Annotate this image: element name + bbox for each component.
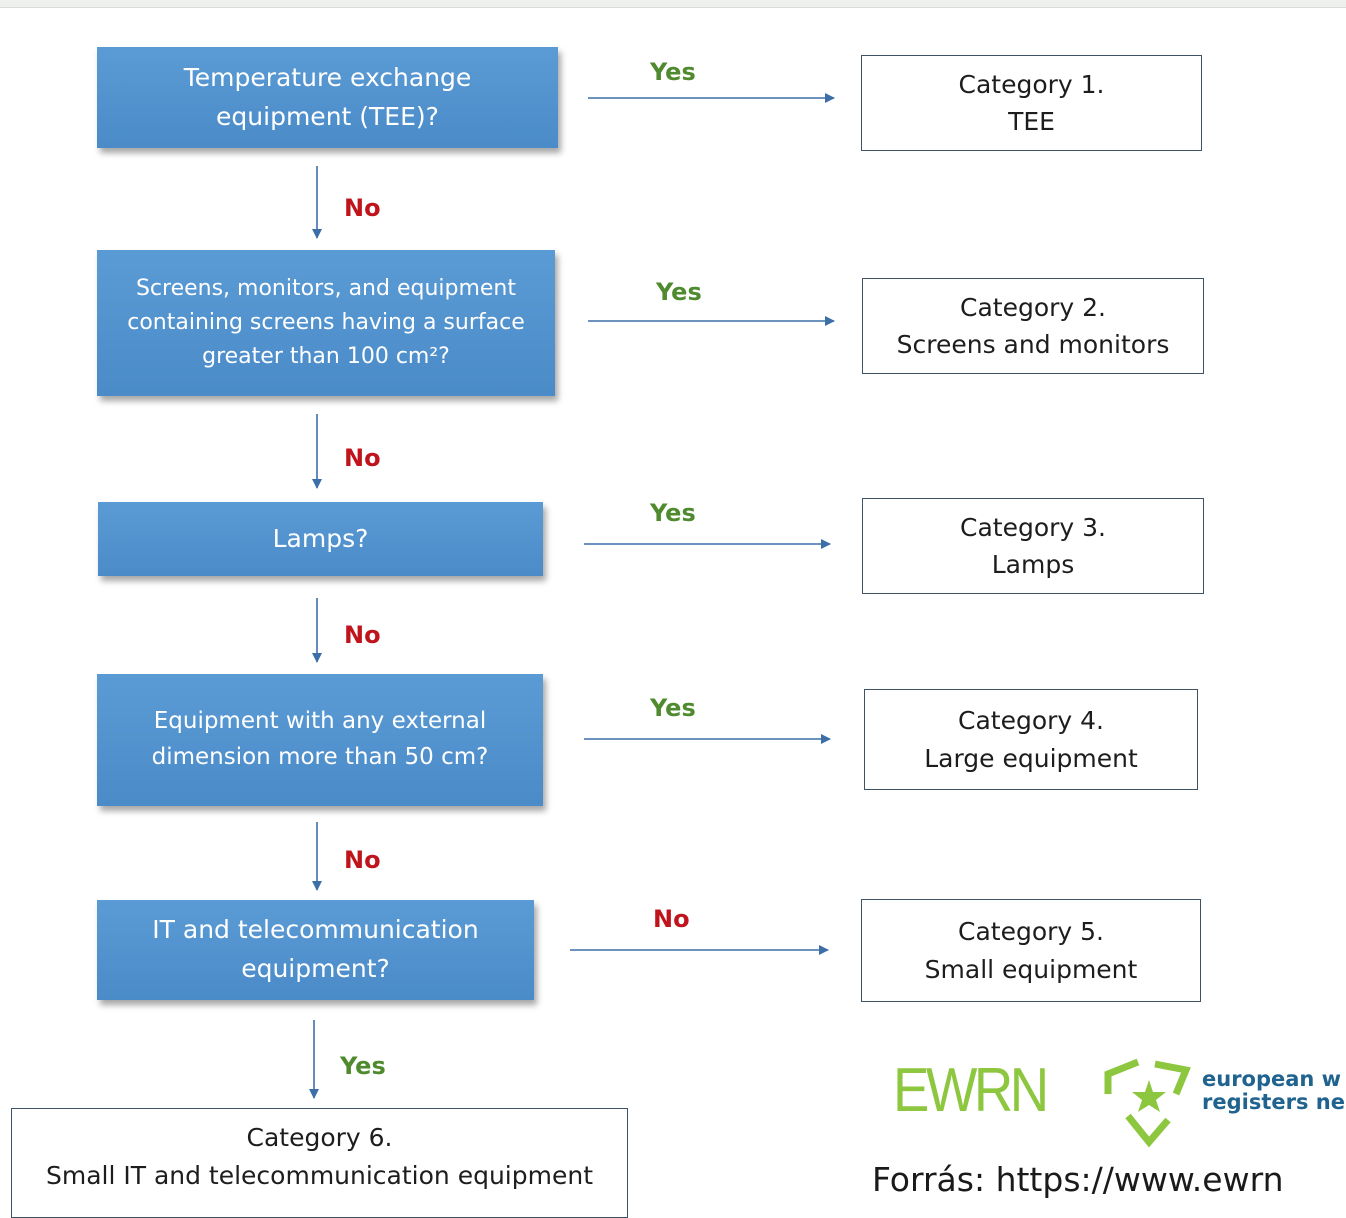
- yes-label: Yes: [650, 499, 696, 527]
- category-title: Category 2.: [960, 292, 1106, 322]
- category-title: Category 1.: [958, 69, 1105, 99]
- category-title: Category 4.: [957, 706, 1104, 735]
- category-title: Category 3.: [960, 512, 1106, 542]
- category-title: Category 5.: [957, 917, 1104, 946]
- question-screens: Screens, monitors, and equipment containi…: [97, 250, 555, 396]
- category-4-box: Category 4. Large equipment: [864, 689, 1198, 790]
- question-line: equipment (TEE)?: [216, 101, 439, 131]
- question-line: Temperature exchange: [183, 62, 472, 92]
- no-label: No: [344, 194, 381, 222]
- category-name: Lamps: [991, 550, 1075, 579]
- question-line: greater than 100 cm²?: [202, 344, 450, 370]
- tagline-line: european w: [1202, 1067, 1342, 1091]
- category-2-box: Category 2. Screens and monitors: [862, 278, 1204, 374]
- question-line: Screens, monitors, and equipment: [135, 275, 517, 301]
- category-6-box: Category 6. Small IT and telecommunicatio…: [11, 1108, 628, 1218]
- category-name: Small IT and telecommunication equipment: [45, 1160, 594, 1190]
- category-1-box: Category 1. TEE: [861, 55, 1202, 151]
- tagline-line: registers ne: [1202, 1090, 1345, 1115]
- question-line: containing screens having a surface: [127, 309, 525, 335]
- ewrn-logo-tagline: european w registers ne: [1202, 1067, 1345, 1115]
- category-name: Small equipment: [924, 954, 1138, 984]
- question-lamps: Lamps?: [98, 502, 543, 576]
- source-caption: Forrás: https://www.ewrn: [872, 1160, 1284, 1199]
- category-name: Large equipment: [924, 743, 1138, 773]
- top-border: [0, 0, 1346, 8]
- category-name: TEE: [1008, 107, 1055, 136]
- no-label: No: [344, 444, 381, 472]
- question-tee: Temperature exchange equipment (TEE)?: [97, 47, 558, 148]
- yes-label: Yes: [656, 278, 702, 306]
- question-line: dimension more than 50 cm?: [151, 744, 489, 770]
- question-it-telecom: IT and telecommunication equipment?: [97, 900, 534, 1000]
- category-title: Category 6.: [246, 1123, 393, 1152]
- question-line: IT and telecommunication: [152, 915, 479, 945]
- question-line: Lamps?: [272, 523, 369, 553]
- yes-label: Yes: [340, 1052, 386, 1080]
- question-large-equipment: Equipment with any external dimension mor…: [97, 674, 543, 806]
- ewrn-logo-text: EWRN: [893, 1056, 1049, 1125]
- no-label: No: [653, 905, 690, 933]
- yes-label: Yes: [650, 694, 696, 722]
- category-3-box: Category 3. Lamps: [862, 498, 1204, 594]
- ewrn-logo-icon: [1104, 1058, 1191, 1148]
- question-line: equipment?: [241, 954, 390, 983]
- yes-label: Yes: [650, 58, 696, 86]
- no-label: No: [344, 846, 381, 874]
- category-5-box: Category 5. Small equipment: [861, 899, 1201, 1002]
- question-line: Equipment with any external: [153, 708, 487, 735]
- category-name: Screens and monitors: [896, 330, 1170, 359]
- no-label: No: [344, 621, 381, 649]
